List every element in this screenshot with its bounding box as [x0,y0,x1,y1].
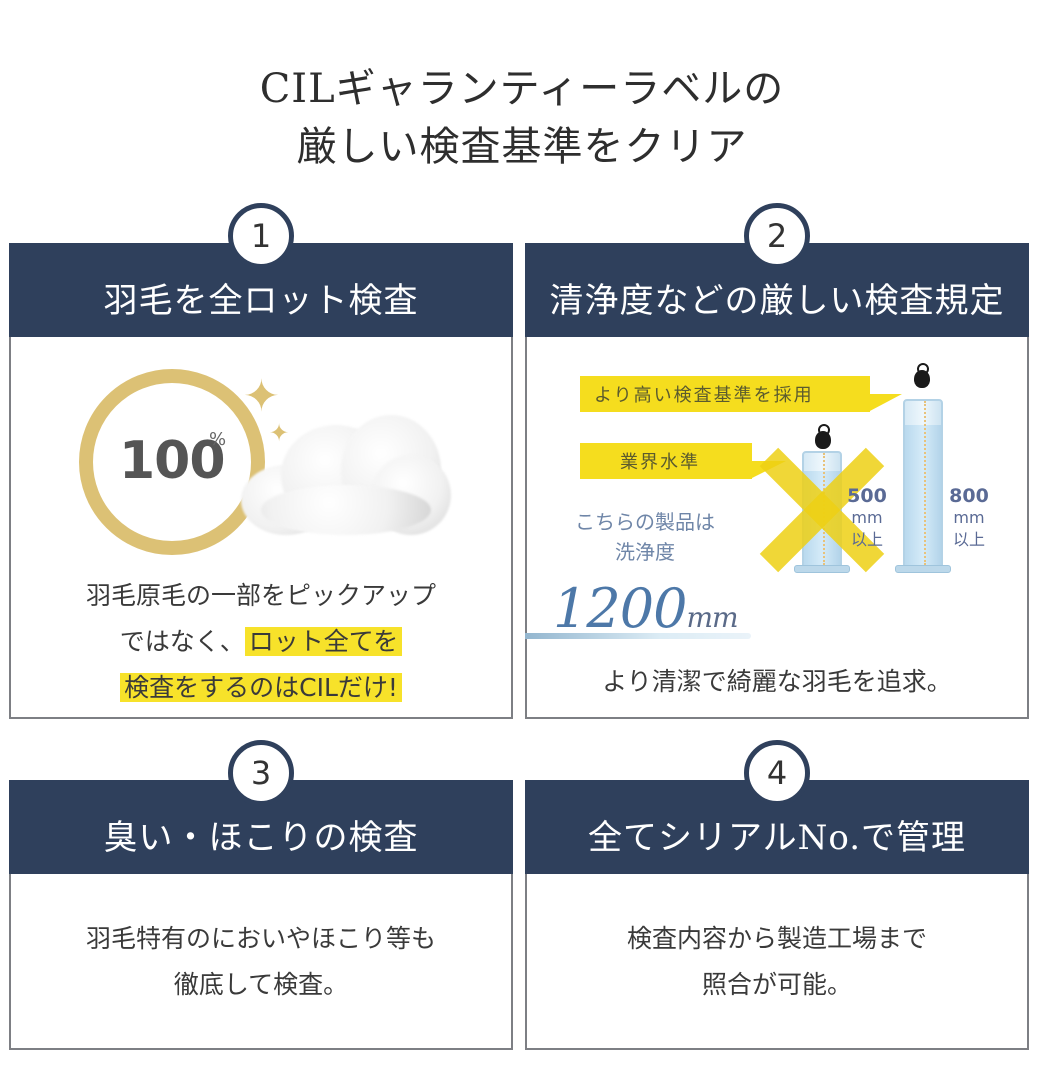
cylinder-value: 500 [847,485,887,507]
card-title: 臭い・ほこりの検査 [103,817,419,858]
description-line-1: 羽毛特有のにおいやほこり等も [85,924,436,953]
cylinder-base [895,565,951,573]
description-line-1: より清潔で綺麗な羽毛を追求。 [602,667,952,696]
description-line-1: 検査内容から製造工場まで [626,924,927,953]
feature-card-3: 3 臭い・ほこりの検査 羽毛特有のにおいやほこり等も 徹底して検査。 [9,740,513,1050]
feature-card-2: 2 清浄度などの厳しい検査規定 より高い検査基準を採用 業界水準 500 mm … [525,203,1029,719]
card-title: 全てシリアルNo.で管理 [587,817,967,858]
card-description: 検査内容から製造工場まで 照合が可能。 [527,916,1027,1008]
cleanliness-number: 1200 [553,577,687,640]
description-line-2: 照合が可能。 [701,970,852,999]
number-badge: 1 [228,203,294,269]
cylinder-800-label: 800 mm 以上 [939,485,999,551]
industry-standard-tag: 業界水準 [580,443,786,479]
card-header: 1 羽毛を全ロット検査 [9,203,513,337]
product-label-line-1: こちらの製品は [575,510,715,534]
card-header: 4 全てシリアルNo.で管理 [525,740,1029,874]
title-line-2: 厳しい検査基準をクリア [296,124,748,170]
cylinder-unit: mm [953,508,985,527]
feature-card-4: 4 全てシリアルNo.で管理 検査内容から製造工場まで 照合が可能。 [525,740,1029,1050]
cylinder-value: 800 [949,485,989,507]
product-cleanliness-value: 1200mm [553,581,739,646]
description-plain: ではなく、 [119,627,245,656]
title-line-1: CILギャランティーラベルの [259,66,785,112]
weight-icon [815,424,831,449]
cylinder-suffix: 以上 [952,530,985,549]
higher-standard-tag: より高い検査基準を採用 [580,376,902,412]
card-description: 羽毛特有のにおいやほこり等も 徹底して検査。 [11,916,511,1008]
cylinder-suffix: 以上 [850,530,883,549]
percent-sign: % [209,429,227,450]
cleanliness-unit: mm [686,601,738,634]
down-feather-icon [231,405,451,545]
description-line-3: 検査をするのはCILだけ! [11,665,511,711]
card-title: 清浄度などの厳しい検査規定 [549,280,1005,321]
description-line-1: 羽毛原毛の一部をピックアップ [85,581,436,610]
card-header: 3 臭い・ほこりの検査 [9,740,513,874]
number-badge: 2 [744,203,810,269]
description-highlight: 検査をするのはCILだけ! [120,673,402,702]
feature-card-1: 1 羽毛を全ロット検査 100 % ✦ ✦ 羽毛原毛の一部をピックアップ ではな… [9,203,513,719]
number-badge: 4 [744,740,810,806]
card-description: 羽毛原毛の一部をピックアップ ではなく、ロット全てを 検査をするのはCILだけ! [11,573,511,711]
underline-decoration [525,633,751,639]
product-label-line-2: 洗浄度 [615,540,675,564]
page-title: CILギャランティーラベルの 厳しい検査基準をクリア [0,60,1044,176]
card-header: 2 清浄度などの厳しい検査規定 [525,203,1029,337]
description-line-2: 徹底して検査。 [173,970,349,999]
cylinder-unit: mm [851,508,883,527]
description-line-2: ではなく、ロット全てを [11,619,511,665]
sparkle-icon: ✦ [243,371,280,422]
cylinder-base [794,565,850,573]
cylinder-500-label: 500 mm 以上 [837,485,897,551]
product-cleanliness-label: こちらの製品は 洗浄度 [545,507,745,567]
number-badge: 3 [228,740,294,806]
description-highlight: ロット全てを [244,627,403,656]
weight-icon [914,363,930,388]
percent-value: 100 [119,431,226,491]
sparkle-small-icon: ✦ [269,419,290,447]
card-title: 羽毛を全ロット検査 [103,280,419,321]
cylinder-800-icon [903,399,943,567]
card-description: より清潔で綺麗な羽毛を追求。 [527,659,1027,705]
